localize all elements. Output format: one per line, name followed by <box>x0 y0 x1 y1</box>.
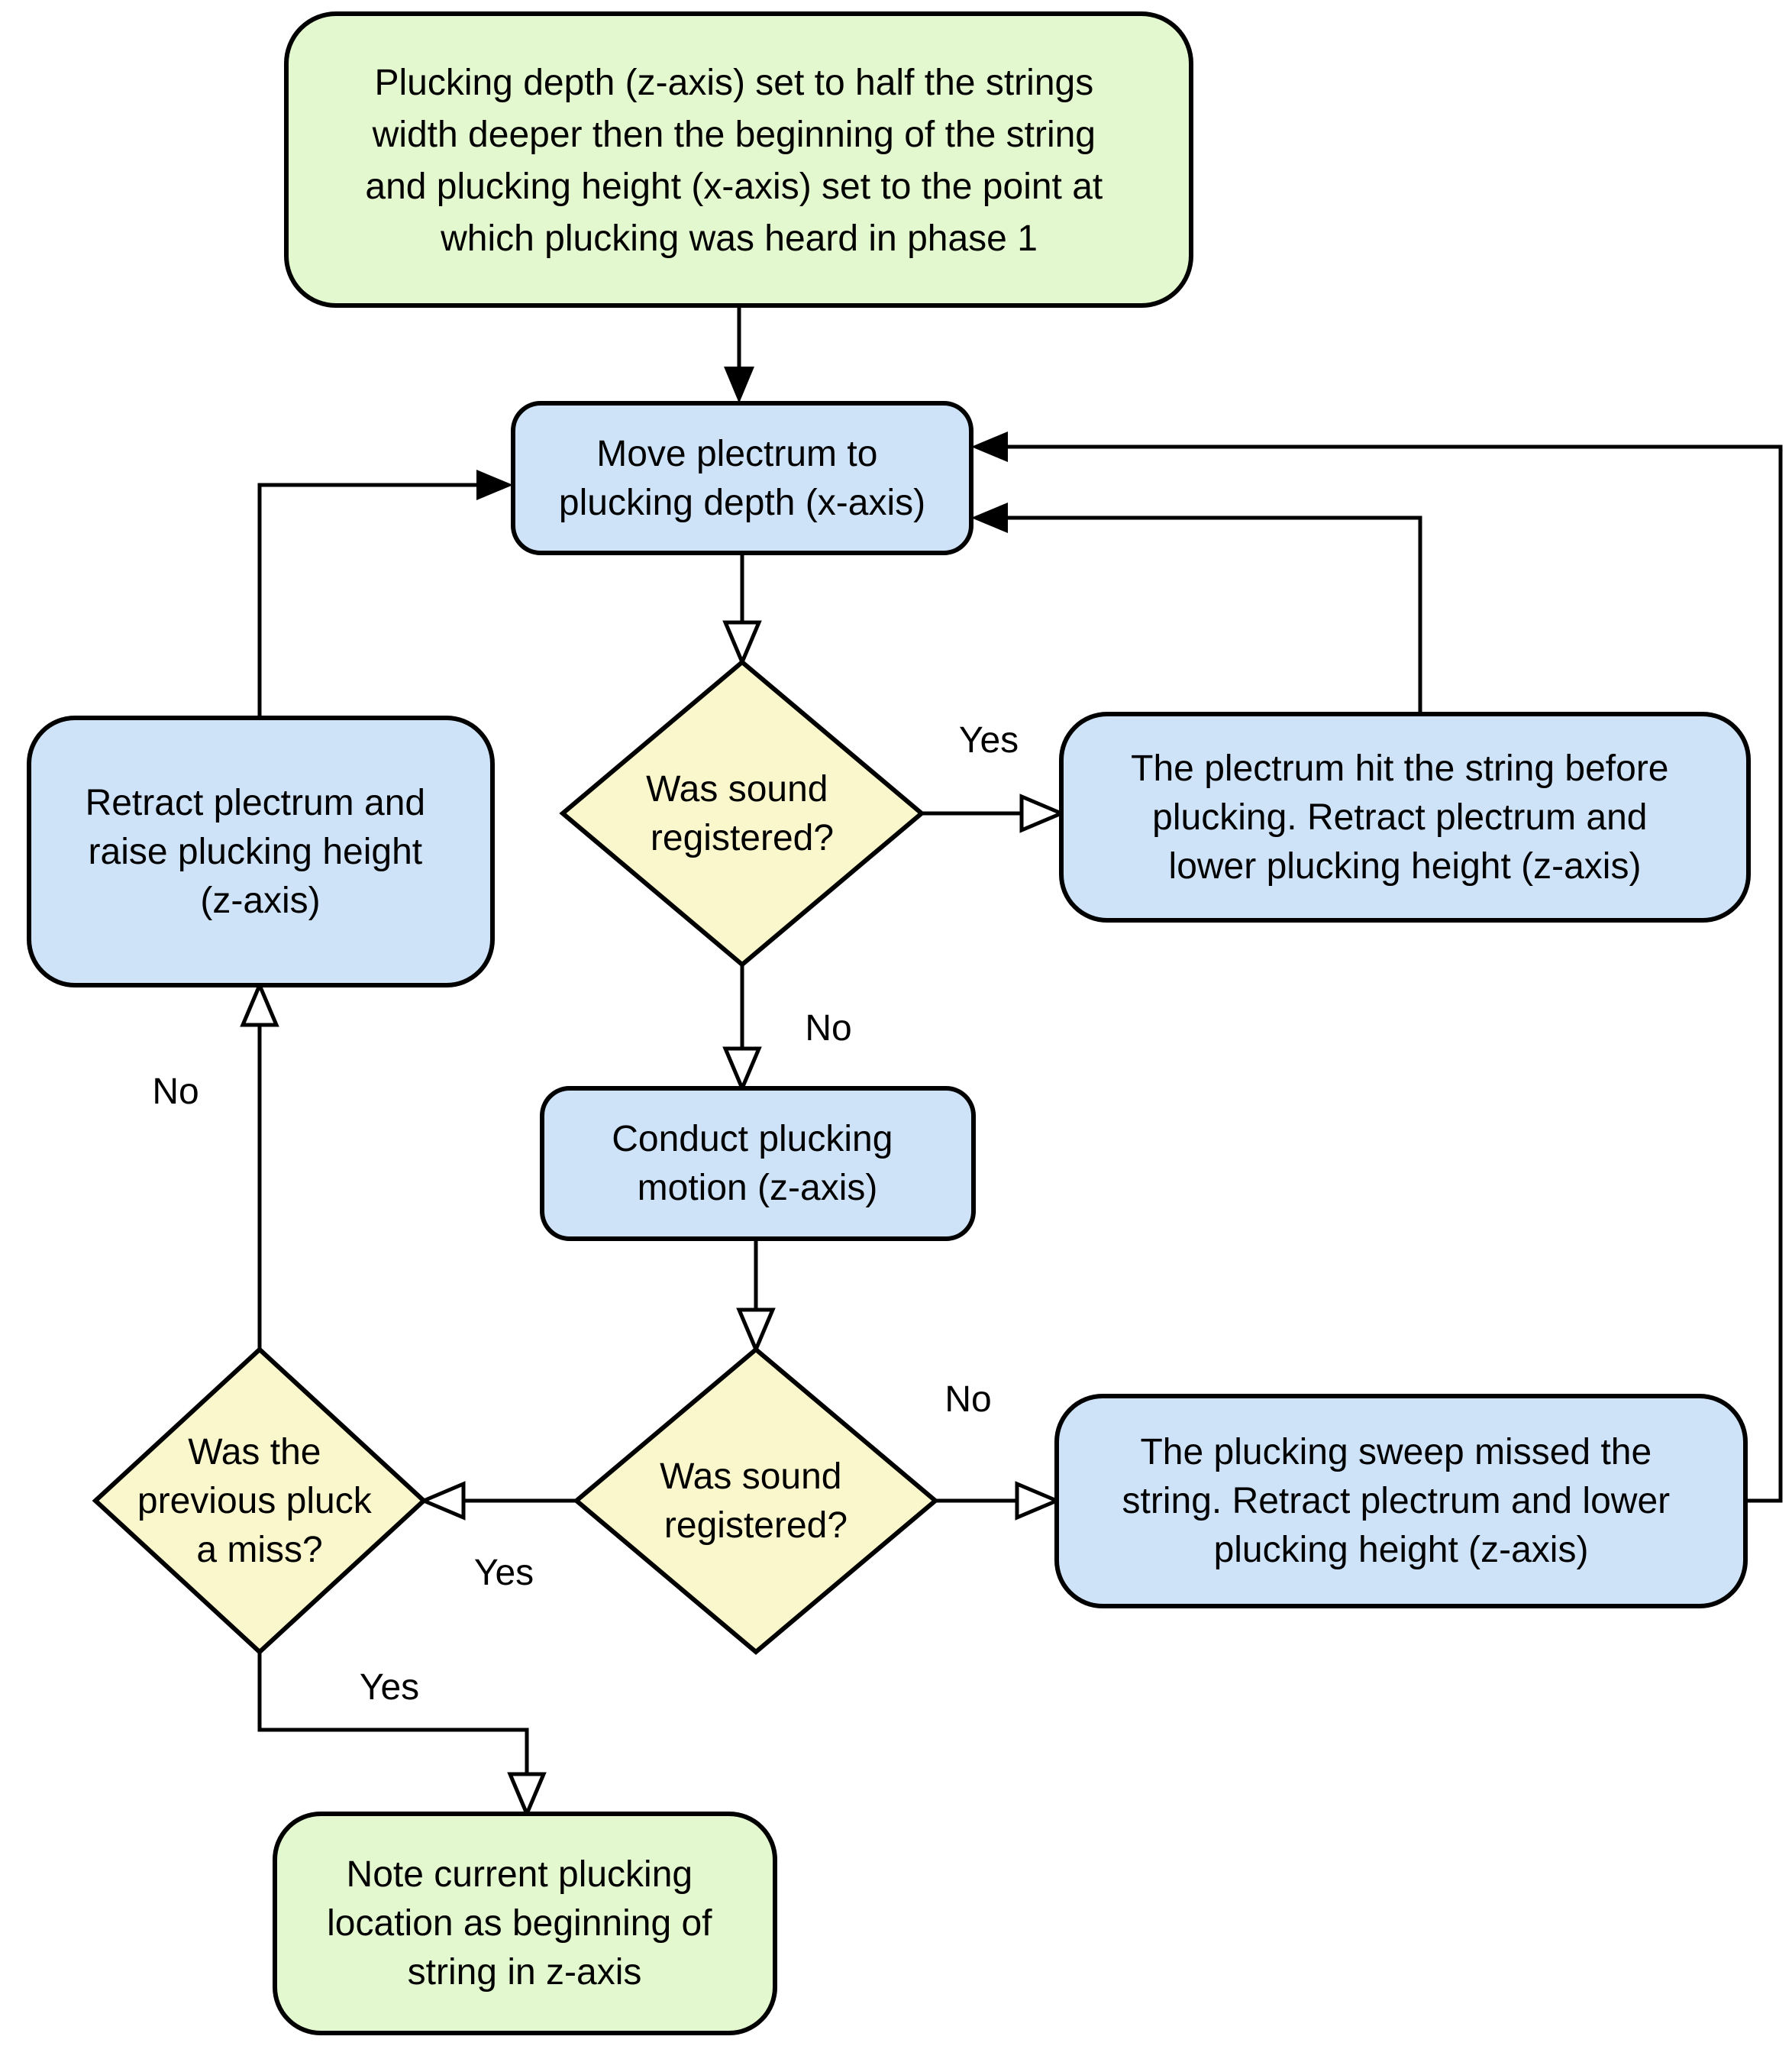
edge-label-no: No <box>944 1379 991 1420</box>
node-retract-raise: Retract plectrum and raise plucking heig… <box>27 716 495 987</box>
move-plectrum-text: Move plectrum to plucking depth (x-axis) <box>559 434 925 523</box>
arrowhead-open-icon <box>1015 1481 1062 1521</box>
decision2-text: Was sound registered? <box>660 1456 852 1546</box>
decision1-text: Was sound registered? <box>646 769 838 858</box>
move-plectrum-box <box>511 401 973 555</box>
note-location-box <box>273 1812 777 2035</box>
retract-raise-box <box>27 716 495 987</box>
conduct-plucking-box <box>540 1086 976 1241</box>
node-sweep-missed: The plucking sweep missed the string. Re… <box>1054 1394 1748 1608</box>
start-box <box>284 11 1193 308</box>
arrowhead-filled-icon <box>971 432 1008 462</box>
arrowhead-open-icon <box>507 1772 547 1819</box>
edge-label-no: No <box>152 1071 199 1112</box>
arrowhead-open-icon <box>240 980 279 1027</box>
edge-hit-before-loop-to-move <box>971 503 1422 714</box>
retract-raise-text: Retract plectrum and raise plucking heig… <box>86 783 436 921</box>
arrowhead-open-icon <box>722 1046 762 1094</box>
arrowhead-open-icon <box>736 1307 776 1355</box>
edge-line <box>257 483 478 718</box>
node-move-plectrum: Move plectrum to plucking depth (x-axis) <box>511 401 973 555</box>
edge-line <box>1006 516 1422 714</box>
edge-decision2-no-to-sweep-missed: No <box>935 1379 1062 1521</box>
edge-decision2-yes-to-decision3: Yes <box>418 1481 576 1593</box>
edge-decision3-no-to-retract-raise: No <box>152 980 279 1349</box>
arrowhead-filled-icon <box>724 367 754 403</box>
sweep-missed-box <box>1054 1394 1748 1608</box>
decision2-diamond <box>573 1346 939 1655</box>
decision3-text: Was the previous pluck a miss? <box>137 1432 382 1570</box>
arrowhead-filled-icon <box>476 470 513 500</box>
start-text: Plucking depth (z-axis) set to half the … <box>365 63 1112 259</box>
edge-decision1-no-to-conduct: No <box>722 965 852 1094</box>
node-note-location: Note current plucking location as beginn… <box>273 1812 777 2035</box>
edge-label-yes: Yes <box>474 1553 534 1593</box>
hit-before-text: The plectrum hit the string before pluck… <box>1131 748 1679 887</box>
hit-before-box <box>1059 712 1751 923</box>
edge-decision1-yes-to-hit-before: Yes <box>922 720 1067 833</box>
edge-move-to-decision1 <box>722 553 762 667</box>
edge-label-yes: Yes <box>360 1667 419 1708</box>
edge-label-yes: Yes <box>959 720 1019 761</box>
node-hit-before: The plectrum hit the string before pluck… <box>1059 712 1751 923</box>
conduct-plucking-text: Conduct plucking motion (z-axis) <box>612 1119 903 1208</box>
node-decision-previous-pluck: Was the previous pluck a miss? <box>92 1346 428 1656</box>
node-conduct-plucking: Conduct plucking motion (z-axis) <box>540 1086 976 1241</box>
node-decision-sound-registered-1: Was sound registered? <box>559 659 925 968</box>
arrowhead-open-icon <box>418 1481 466 1521</box>
decision3-diamond <box>92 1346 428 1656</box>
edge-retract-raise-loop-to-move <box>257 470 513 718</box>
decision1-diamond <box>559 659 925 968</box>
sweep-missed-text: The plucking sweep missed the string. Re… <box>1122 1432 1681 1570</box>
edge-label-no: No <box>805 1008 851 1049</box>
arrowhead-filled-icon <box>971 503 1008 533</box>
node-start: Plucking depth (z-axis) set to half the … <box>284 11 1193 308</box>
edge-conduct-to-decision2 <box>736 1239 776 1355</box>
node-decision-sound-registered-2: Was sound registered? <box>573 1346 939 1655</box>
edge-line <box>257 1652 529 1776</box>
edge-start-to-move <box>724 305 754 403</box>
edge-line <box>1006 444 1783 1503</box>
arrowhead-open-icon <box>1019 794 1067 833</box>
edge-sweep-missed-loop-to-move <box>971 432 1783 1503</box>
note-location-text: Note current plucking location as beginn… <box>327 1854 722 1993</box>
edge-decision3-yes-to-note: Yes <box>257 1652 547 1819</box>
arrowhead-open-icon <box>722 620 762 667</box>
